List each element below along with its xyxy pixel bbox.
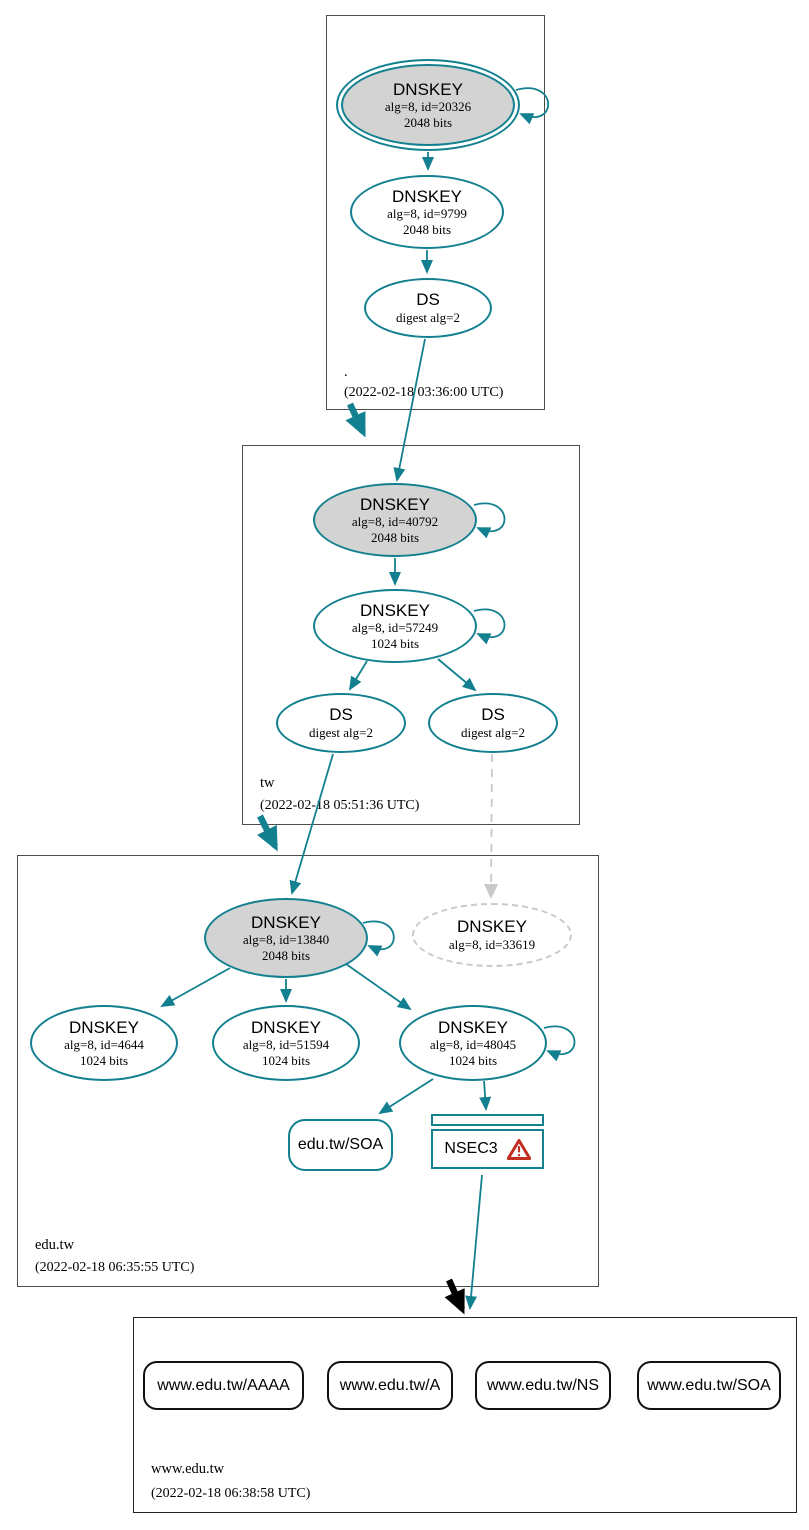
node-detail: alg=8, id=57249 (351, 620, 439, 636)
zone-box-edutw: edu.tw (2022-02-18 06:35:55 UTC) (17, 855, 599, 1287)
dnskey-node-root-ksk-inner: DNSKEY alg=8, id=20326 2048 bits (341, 64, 515, 146)
node-detail: digest alg=2 (395, 309, 461, 325)
dnskey-node-tw-ksk[interactable]: DNSKEY alg=8, id=40792 2048 bits (313, 483, 477, 557)
warning-icon (506, 1138, 531, 1160)
rrset-label: www.edu.tw/SOA (647, 1376, 771, 1394)
node-size: 1024 bits (261, 1052, 311, 1068)
node-type: DS (329, 705, 353, 725)
zone-label-edutw: edu.tw (35, 1237, 75, 1253)
node-type: DNSKEY (392, 186, 462, 206)
zone-label-tw: tw (260, 775, 275, 791)
zone-label-root: . (344, 364, 348, 380)
node-size: 2048 bits (370, 529, 420, 545)
rrset-node-www-a[interactable]: www.edu.tw/A (327, 1361, 453, 1410)
rrset-label: www.edu.tw/NS (486, 1376, 600, 1394)
dnskey-node-edutw-zsk1[interactable]: DNSKEY alg=8, id=4644 1024 bits (30, 1005, 178, 1081)
node-detail: alg=8, id=33619 (448, 936, 536, 952)
rrset-label: www.edu.tw/AAAA (157, 1376, 290, 1394)
node-type: DS (481, 705, 505, 725)
ds-node-root[interactable]: DS digest alg=2 (364, 278, 492, 338)
dnskey-node-edutw-zsk3[interactable]: DNSKEY alg=8, id=48045 1024 bits (399, 1005, 547, 1081)
nsec3-node[interactable]: NSEC3 (431, 1114, 544, 1169)
nsec3-header-bar (431, 1114, 544, 1126)
zone-box-www: www.edu.tw (2022-02-18 06:38:58 UTC) (133, 1317, 797, 1513)
node-detail: alg=8, id=48045 (429, 1037, 517, 1053)
zone-timestamp-tw: (2022-02-18 05:51:36 UTC) (260, 798, 420, 813)
node-type: DNSKEY (393, 79, 463, 99)
node-detail: alg=8, id=40792 (351, 514, 439, 530)
node-detail: alg=8, id=20326 (384, 99, 472, 115)
node-size: 1024 bits (79, 1052, 129, 1068)
rrset-node-edutw-soa[interactable]: edu.tw/SOA (288, 1119, 393, 1171)
dnskey-node-edutw-ksk[interactable]: DNSKEY alg=8, id=13840 2048 bits (204, 898, 368, 978)
node-size: 2048 bits (261, 947, 311, 963)
node-detail: digest alg=2 (460, 724, 526, 740)
node-type: DNSKEY (457, 917, 527, 937)
dnskey-node-tw-zsk[interactable]: DNSKEY alg=8, id=57249 1024 bits (313, 589, 477, 663)
node-size: 2048 bits (403, 114, 453, 130)
node-size: 2048 bits (402, 221, 452, 237)
rrset-node-www-ns[interactable]: www.edu.tw/NS (475, 1361, 611, 1410)
node-detail: alg=8, id=51594 (242, 1037, 330, 1053)
node-size: 1024 bits (448, 1052, 498, 1068)
node-size: 1024 bits (370, 635, 420, 651)
node-type: DNSKEY (438, 1017, 508, 1037)
zone-timestamp-edutw: (2022-02-18 06:35:55 UTC) (35, 1260, 195, 1275)
node-detail: alg=8, id=9799 (387, 206, 467, 222)
node-type: DNSKEY (251, 1017, 321, 1037)
rrset-node-www-soa[interactable]: www.edu.tw/SOA (637, 1361, 781, 1410)
node-type: DNSKEY (360, 494, 430, 514)
rrset-label: edu.tw/SOA (297, 1136, 384, 1153)
node-detail: alg=8, id=13840 (242, 932, 330, 948)
zone-timestamp-www: (2022-02-18 06:38:58 UTC) (151, 1486, 311, 1501)
dnskey-node-root-zsk[interactable]: DNSKEY alg=8, id=9799 2048 bits (350, 175, 504, 249)
node-type: DNSKEY (69, 1017, 139, 1037)
node-type: DS (416, 290, 440, 310)
nsec3-label: NSEC3 (444, 1140, 498, 1157)
node-type: DNSKEY (251, 912, 321, 932)
rrset-label: www.edu.tw/A (339, 1376, 441, 1394)
dnskey-node-edutw-zsk2[interactable]: DNSKEY alg=8, id=51594 1024 bits (212, 1005, 360, 1081)
dnskey-node-edutw-missing[interactable]: DNSKEY alg=8, id=33619 (412, 903, 572, 967)
node-detail: alg=8, id=4644 (64, 1037, 144, 1053)
ds-node-tw-left[interactable]: DS digest alg=2 (276, 693, 406, 753)
node-type: DNSKEY (360, 600, 430, 620)
zone-timestamp-root: (2022-02-18 03:36:00 UTC) (344, 385, 504, 400)
nsec3-body: NSEC3 (431, 1129, 544, 1169)
rrset-node-www-aaaa[interactable]: www.edu.tw/AAAA (143, 1361, 304, 1410)
dnskey-node-root-ksk[interactable]: DNSKEY alg=8, id=20326 2048 bits (336, 59, 520, 151)
ds-node-tw-right[interactable]: DS digest alg=2 (428, 693, 558, 753)
node-detail: digest alg=2 (308, 724, 374, 740)
zone-label-www: www.edu.tw (151, 1461, 225, 1477)
